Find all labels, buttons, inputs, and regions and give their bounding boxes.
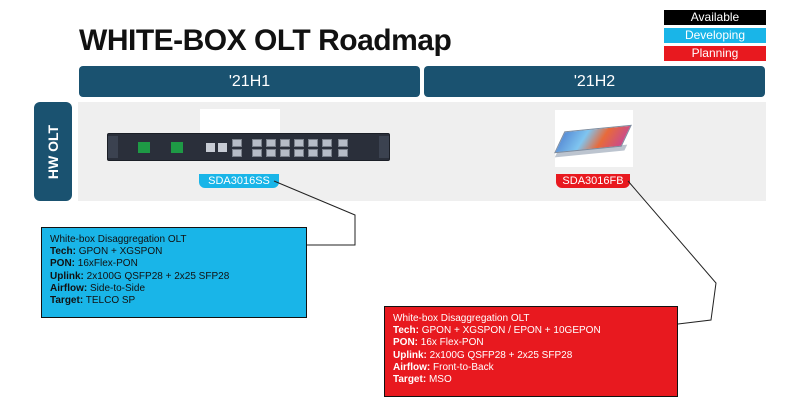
page-title: WHITE-BOX OLT Roadmap [79, 24, 452, 57]
model-tag-sda3016fb: SDA3016FB [556, 174, 630, 188]
callout-1-airflow: Side-to-Side [90, 282, 146, 294]
callout-2-airflow-label: Airflow: [393, 361, 431, 373]
callout-1-target: TELCO SP [85, 295, 136, 307]
row-label: HW OLT [34, 102, 72, 201]
callout-2-pon-label: PON: [393, 337, 418, 349]
legend-planning: Planning [664, 46, 766, 61]
connector-line-2 [627, 180, 717, 325]
period-header-h1: '21H1 [79, 66, 420, 97]
legend-developing: Developing [664, 28, 766, 43]
callout-2-tech: GPON + XGSPON / EPON + 10GEPON [421, 325, 601, 337]
status-legend: Available Developing Planning [664, 10, 766, 64]
callout-1-airflow-label: Airflow: [50, 282, 88, 294]
callout-2-tech-label: Tech: [393, 325, 419, 337]
callout-1-uplink-label: Uplink: [50, 270, 84, 282]
callout-1-name: White-box Disaggregation OLT [50, 234, 187, 245]
callout-2-target: MSO [428, 374, 452, 386]
legend-available: Available [664, 10, 766, 25]
device-image-sda3016fb [554, 110, 633, 167]
callout-1-uplink: 2x100G QSFP28 + 2x25 SFP28 [86, 270, 230, 282]
callout-2-name: White-box Disaggregation OLT [393, 313, 530, 324]
callout-sda3016fb: White-box Disaggregation OLT Tech: GPON … [384, 306, 678, 397]
model-tag-sda3016ss: SDA3016SS [199, 174, 279, 188]
callout-2-pon: 16x Flex-PON [420, 337, 484, 349]
callout-2-uplink-label: Uplink: [393, 349, 427, 361]
callout-2-airflow: Front-to-Back [433, 361, 494, 373]
connector-line-1 [273, 180, 356, 246]
callout-1-tech-label: Tech: [50, 246, 76, 258]
callout-1-pon-label: PON: [50, 258, 75, 270]
callout-2-uplink: 2x100G QSFP28 + 2x25 SFP28 [429, 349, 573, 361]
device-image-sda3016ss [107, 133, 390, 161]
callout-1-tech: GPON + XGSPON [78, 246, 163, 258]
period-header-h2: '21H2 [424, 66, 765, 97]
callout-sda3016ss: White-box Disaggregation OLT Tech: GPON … [41, 227, 307, 318]
device-1-backdrop [200, 109, 280, 133]
callout-2-target-label: Target: [393, 374, 427, 386]
callout-1-pon: 16xFlex-PON [77, 258, 138, 270]
callout-1-target-label: Target: [50, 295, 84, 307]
